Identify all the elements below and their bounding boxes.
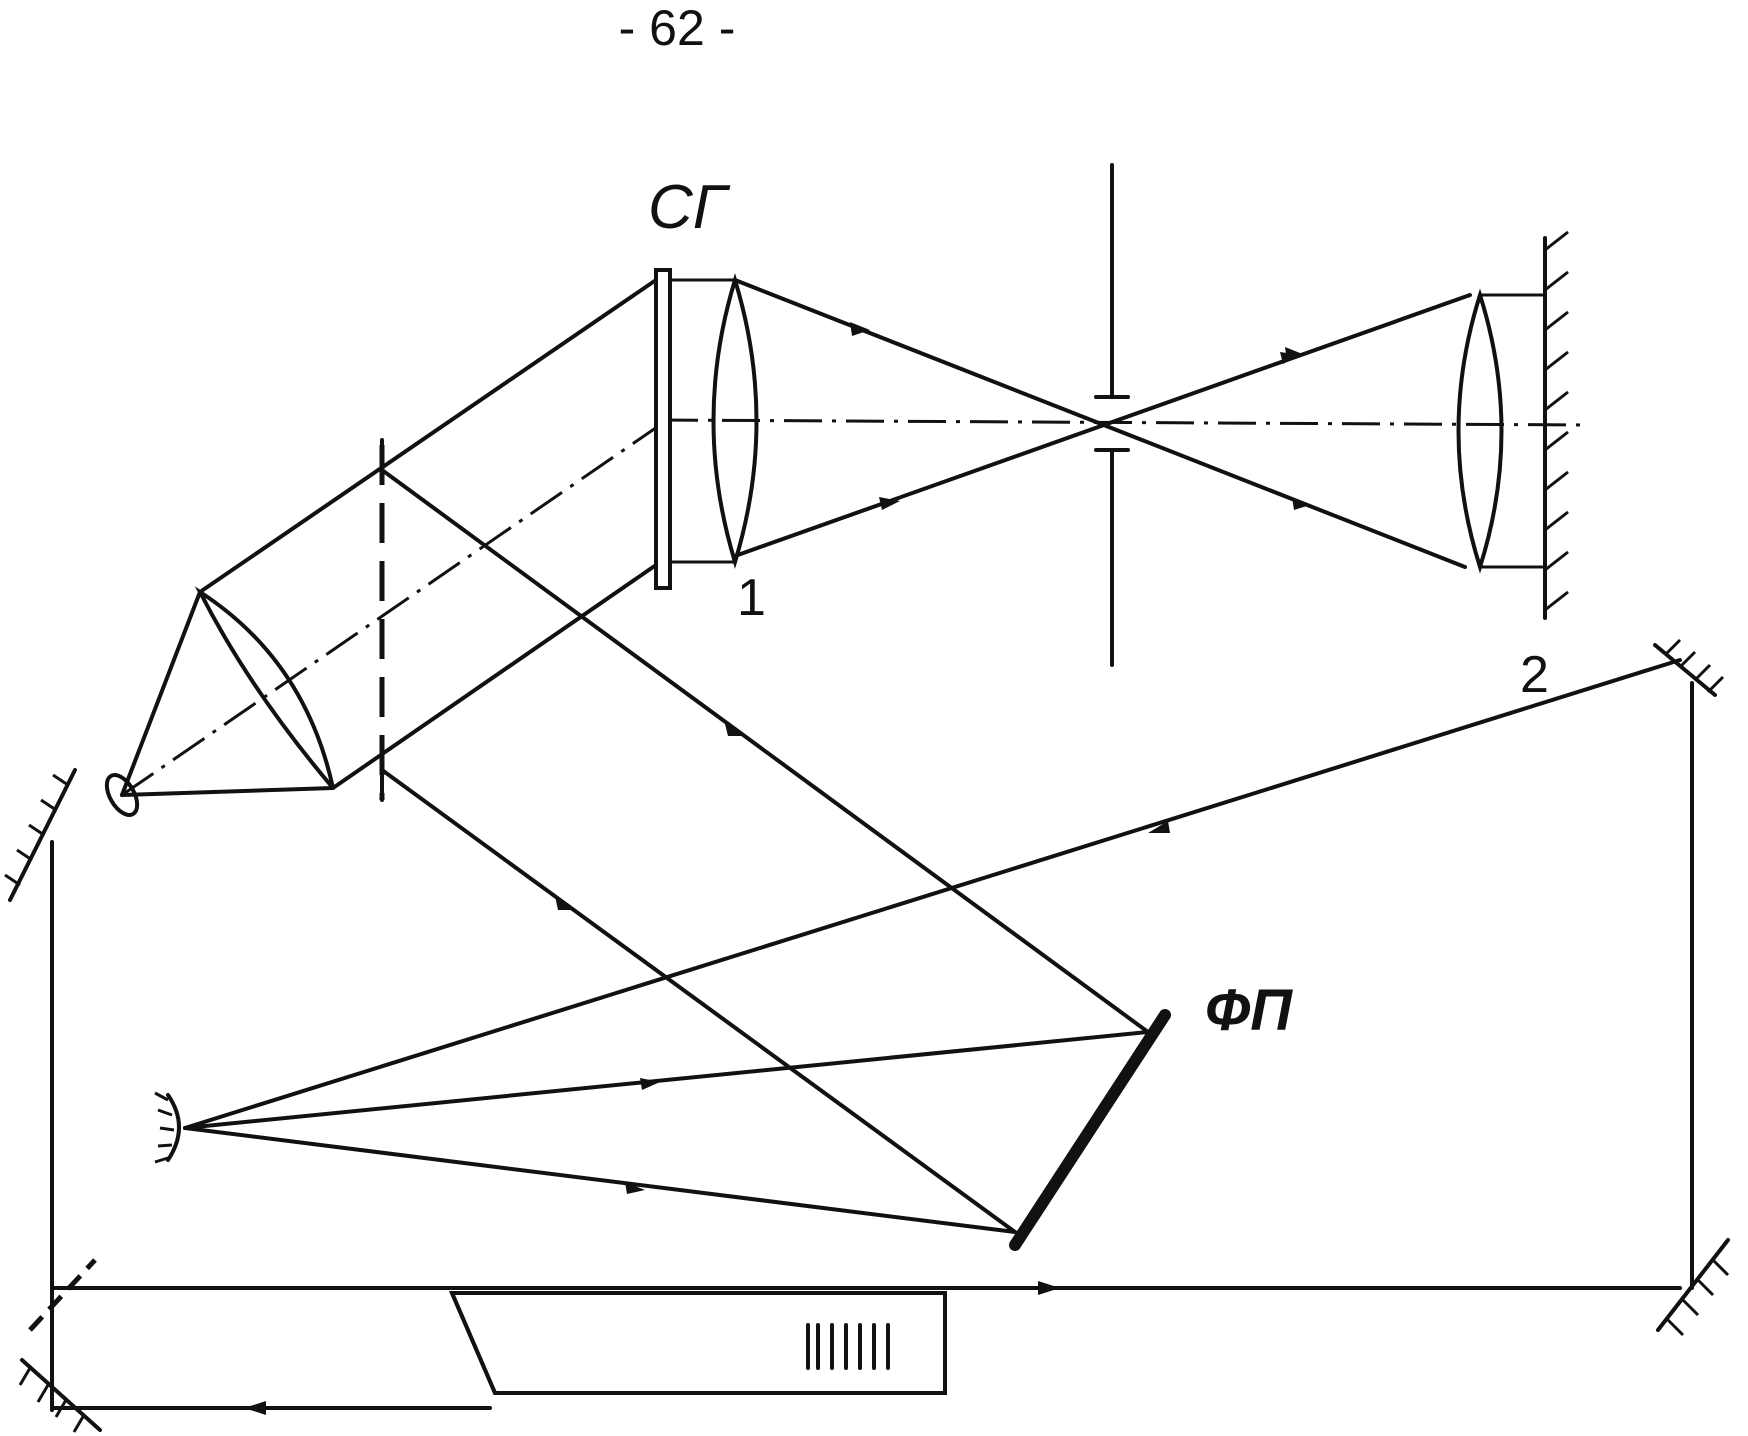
mirror-right-lower — [1656, 1238, 1730, 1337]
ray-arrow — [555, 896, 575, 910]
label-mirror-2: 2 — [1520, 646, 1549, 704]
hologram-plate — [654, 268, 672, 590]
beam-collimator-to-hologram — [120, 278, 658, 797]
point-source — [104, 773, 140, 817]
object-beams — [183, 658, 1682, 1234]
collimator-lens — [194, 586, 335, 790]
ray-arrow — [1280, 352, 1300, 364]
mirror-right-upper — [1653, 638, 1725, 697]
label-photoplate: ФП — [1205, 978, 1293, 1043]
optical-axis — [121, 418, 1591, 797]
photoplate — [1009, 1009, 1171, 1251]
ray-arrow — [244, 1401, 266, 1415]
ray-arrow — [724, 720, 744, 736]
beam-splitter — [28, 1258, 97, 1332]
laser-loop-path — [50, 681, 1694, 1415]
beam-to-photoplate — [380, 468, 1150, 1234]
ray-arrow — [1292, 497, 1310, 510]
mirror-left-lower — [18, 1358, 102, 1433]
ray-arrow — [879, 497, 900, 510]
beam-lens1-to-lens2 — [733, 278, 1472, 569]
label-hologram: СГ — [648, 173, 731, 242]
mirror-2 — [1543, 230, 1569, 620]
ray-arrow — [1148, 821, 1170, 833]
ray-arrow — [1038, 1281, 1060, 1295]
lens-2 — [1456, 288, 1545, 574]
laser — [448, 1291, 947, 1395]
aperture-diaphragm — [1094, 163, 1130, 667]
ray-arrow — [850, 322, 870, 336]
ray-arrow — [625, 1182, 645, 1194]
page-number: - 62 - — [619, 0, 736, 56]
lens-1 — [670, 273, 759, 569]
label-lens-1: 1 — [737, 569, 766, 627]
ray-arrow — [640, 1078, 660, 1090]
object-mirror — [154, 1091, 181, 1164]
laser-fins — [806, 1323, 890, 1370]
mirror-left-upper — [4, 768, 77, 902]
